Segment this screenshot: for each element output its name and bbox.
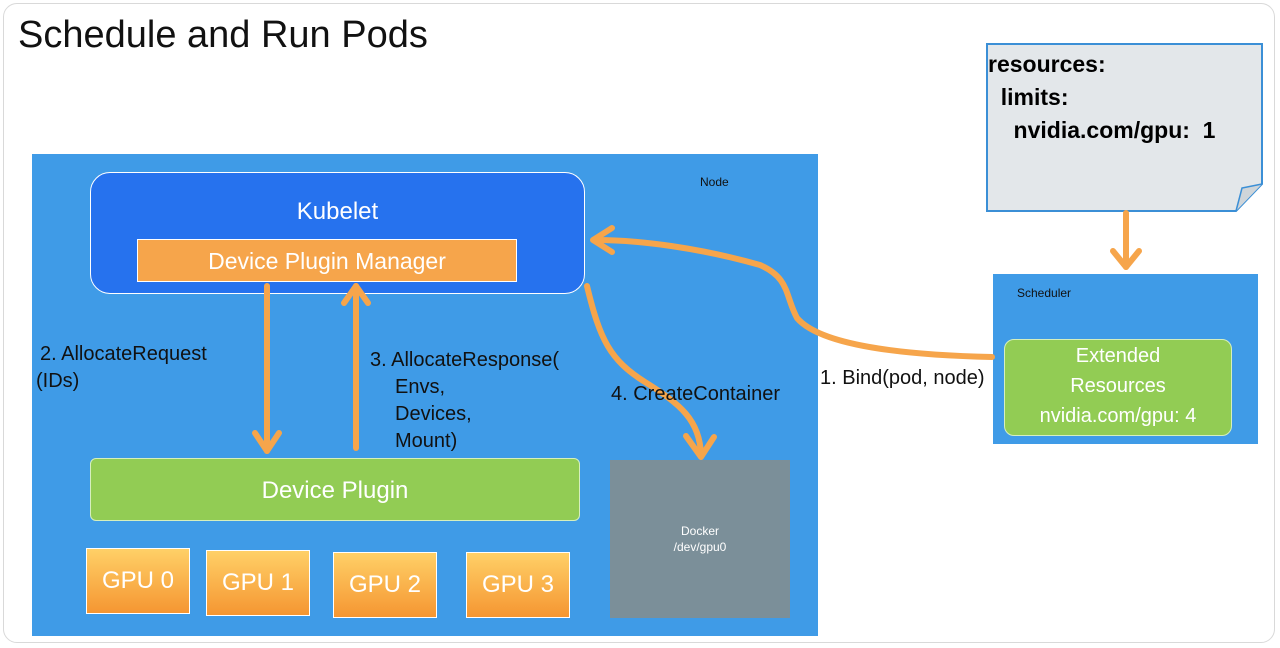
kubelet-label: Kubelet	[296, 198, 379, 225]
gpu-0: GPU 0	[86, 548, 190, 614]
gpu-3: GPU 3	[466, 552, 570, 618]
extended-resources-line-3: nvidia.com/gpu: 4	[1039, 405, 1197, 427]
pod-spec-line-3: nvidia.com/gpu: 1	[988, 117, 1216, 143]
pod-spec-line-1: resources:	[988, 51, 1106, 77]
allocate-request-line-2: (IDs)	[36, 370, 80, 392]
gpu-1: GPU 1	[206, 550, 310, 616]
spec-to-scheduler-arrow	[1110, 210, 1142, 270]
allocate-response-arrow	[341, 283, 371, 451]
create-container-arrow	[584, 283, 717, 460]
gpu-2: GPU 2	[333, 552, 437, 618]
create-container-label: 4. CreateContainer	[611, 383, 780, 405]
allocate-request-line-1: 2. AllocateRequest	[40, 343, 207, 365]
allocate-response-line-4: Mount)	[395, 430, 458, 452]
node-label: Node	[700, 175, 729, 189]
pod-spec-line-2: limits:	[988, 84, 1069, 110]
allocate-request-label: 2. AllocateRequest (IDs)	[36, 341, 207, 395]
slide-frame	[3, 3, 1275, 643]
bind-label: 1. Bind(pod, node)	[820, 367, 985, 389]
device-plugin: Device Plugin	[90, 458, 580, 521]
allocate-response-line-3: Devices,	[395, 403, 472, 425]
device-plugin-manager: Device Plugin Manager	[137, 239, 517, 282]
bind-arrow	[590, 225, 995, 360]
scheduler-label: Scheduler	[1017, 286, 1072, 300]
extended-resources-box	[1004, 339, 1232, 436]
allocate-response-label: 3. AllocateResponse( Envs, Devices, Moun…	[370, 347, 559, 455]
docker-label-line-2: /dev/gpu0	[673, 540, 727, 554]
extended-resources-line-2: Resources	[1070, 375, 1166, 397]
allocate-response-line-2: Envs,	[395, 376, 446, 398]
page-title: Schedule and Run Pods	[18, 14, 428, 56]
pod-spec-note-fold	[1235, 183, 1263, 212]
extended-resources-line-1: Extended	[1075, 345, 1161, 367]
pod-spec-text: resources: limits: nvidia.com/gpu: 1	[988, 48, 1215, 147]
docker-label-line-1: Docker	[680, 524, 719, 538]
allocate-request-arrow	[252, 283, 282, 454]
docker-container-box	[610, 460, 790, 618]
allocate-response-line-1: 3. AllocateResponse(	[370, 349, 560, 371]
docker-label: Docker /dev/gpu0	[610, 523, 790, 555]
